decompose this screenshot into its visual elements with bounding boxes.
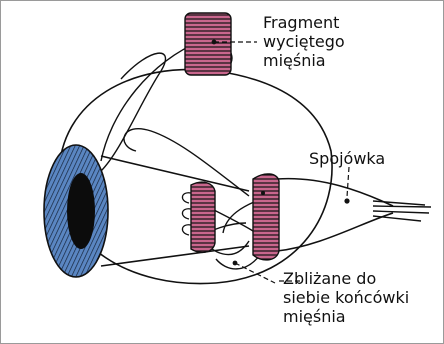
muscle-end-left xyxy=(182,182,215,252)
label-zblizane-line2: siebie końcówki xyxy=(283,288,409,307)
muscle-fragment xyxy=(185,13,231,75)
muscle-end-right xyxy=(253,174,279,260)
label-zblizane-line3: mięśnia xyxy=(283,307,409,326)
label-fragment-line1: Fragment xyxy=(263,13,345,32)
label-fragment-line2: wyciętego xyxy=(263,32,345,51)
iris xyxy=(44,145,108,277)
label-fragment: Fragment wyciętego mięśnia xyxy=(263,13,345,70)
label-spojowka: Spojówka xyxy=(309,149,385,168)
suture-threads xyxy=(101,40,269,269)
optic-nerve xyxy=(373,201,431,221)
muscle-cone-lines xyxy=(101,156,393,266)
label-zblizane: Zbliżane do siebie końcówki mięśnia xyxy=(283,269,409,326)
label-fragment-line3: mięśnia xyxy=(263,51,345,70)
conjunctiva-point xyxy=(344,198,349,203)
label-spojowka-text: Spojówka xyxy=(309,149,385,168)
label-zblizane-line1: Zbliżane do xyxy=(283,269,409,288)
muscle-ends-point xyxy=(233,261,238,266)
